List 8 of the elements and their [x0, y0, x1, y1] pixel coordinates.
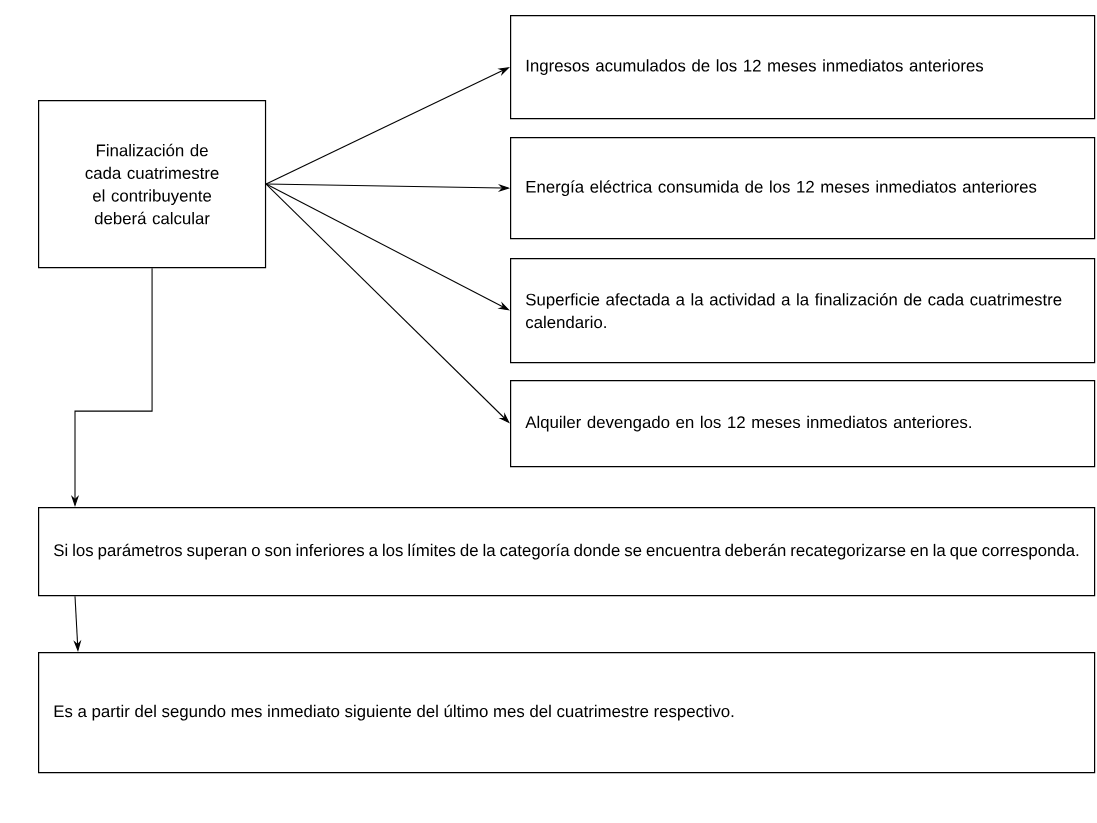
text-box: Si los parámetros superan o son inferiores a los límites de la categoría donde se encuentra deberán recategorizarse en la que corresponda. [38, 507, 1096, 597]
text-box: Es a partir del segundo mes inmediato siguiente del último mes del cuatrimestre respectivo. [38, 652, 1096, 774]
text-box: Alquiler devengado en los 12 meses inmediatos anteriores. [510, 380, 1096, 468]
text-box: Finalización de cada cuatrimestre el contribuyente deberá calcular [38, 100, 267, 269]
text-box: Energía eléctrica consumida de los 12 meses inmediatos anteriores [510, 137, 1096, 240]
text-box: Ingresos acumulados de los 12 meses inmediatos anteriores [510, 15, 1096, 120]
arrow [265, 67, 510, 185]
text-box: Superficie afectada a la actividad a la finalización de cada cuatrimestre calendario. [510, 258, 1096, 364]
